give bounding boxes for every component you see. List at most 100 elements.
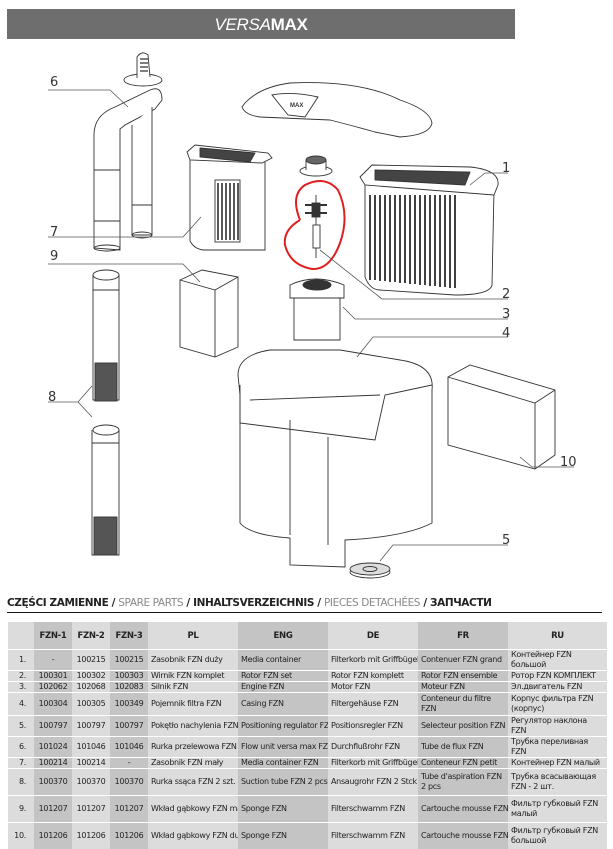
product-title: VERSAMAX [7,15,515,35]
cell-fzn2: 102068 [72,682,110,693]
part-5-regulator [350,563,390,578]
cell-ru: Трубка всасывающая FZN - 2 шт. [508,769,607,796]
cell-no: 2. [8,671,34,682]
cell-pl: Silnik FZN [148,682,238,693]
col-header-ru: RU [508,622,607,650]
cell-fr: Tube d'aspiration FZN 2 pcs [418,769,508,796]
cell-pl: Rurka przelewowa FZN [148,737,238,758]
col-header-de: DE [328,622,418,650]
col-header-fzn2: FZN-2 [72,622,110,650]
col-header-fzn1: FZN-1 [34,622,72,650]
diagram-svg: MAX [0,45,613,590]
cell-fr: Cartouche mousse FZN [418,796,508,823]
cell-eng: Sponge FZN [238,796,328,823]
cell-no: 9. [8,796,34,823]
cell-fzn3: 101206 [110,823,148,849]
cell-fzn2: 100797 [72,716,110,737]
cell-eng: Positioning regulator FZN [238,716,328,737]
callout-5: 5 [502,533,510,548]
cell-pl: Zasobnik FZN duży [148,650,238,671]
cell-fr: Cartouche mousse FZN [418,823,508,849]
cell-fzn1: 100370 [34,769,72,796]
part-9-small-sponge [180,270,238,357]
callout-10: 10 [560,455,577,470]
cell-de: Filtergehäuse FZN [328,693,418,716]
cell-eng: Sponge FZN [238,823,328,849]
part-impeller-cap [300,156,332,176]
part-2-rotor [305,195,327,258]
separator: / [314,597,324,609]
callout-2: 2 [502,287,510,302]
heading-pl: CZĘŚCI ZAMIENNE [7,597,108,609]
cell-ru: Корпус фильтра FZN (корпус) [508,693,607,716]
cell-ru: Контейнер FZN большой [508,650,607,671]
cell-fr: Selecteur position FZN [418,716,508,737]
cell-no: 8. [8,769,34,796]
cell-fzn2: 101207 [72,796,110,823]
cell-no: 6. [8,737,34,758]
cell-fzn2: 101206 [72,823,110,849]
callout-3: 3 [502,307,510,322]
cell-fzn2: 100302 [72,671,110,682]
part-1-large-container [360,165,498,295]
cell-eng: Engine FZN [238,682,328,693]
cell-eng: Media container FZN [238,758,328,769]
title-max: MAX [271,15,308,34]
col-header-fr: FR [418,622,508,650]
cell-de: Filterkorb mit Griffbügel [328,650,418,671]
cell-fzn2: 100215 [72,650,110,671]
cell-ru: Фильтр губковый FZN малый [508,796,607,823]
cell-fzn1: 100797 [34,716,72,737]
cell-eng: Rotor FZN set [238,671,328,682]
cell-ru: Контейнер FZN малый [508,758,607,769]
cell-no: 7. [8,758,34,769]
cell-fzn1: - [34,650,72,671]
cell-fr: Tube de flux FZN [418,737,508,758]
cell-fr: Moteur FZN [418,682,508,693]
cell-ru: Эл.двигатель FZN [508,682,607,693]
cell-fr: Conteneur du filtre FZN [418,693,508,716]
cell-pl: Rurka ssąca FZN 2 szt. [148,769,238,796]
cell-fzn3: 101046 [110,737,148,758]
col-header-no [8,622,34,650]
cell-de: Rotor FZN komplett [328,671,418,682]
cell-fzn1: 100301 [34,671,72,682]
cell-fzn3: 100349 [110,693,148,716]
cell-fzn1: 101024 [34,737,72,758]
cell-fzn2: 100214 [72,758,110,769]
callout-1: 1 [502,161,510,176]
cell-fzn3: 102083 [110,682,148,693]
heading-de: INHALTSVERZEICHNIS [193,597,314,609]
cell-pl: Zasobnik FZN mały [148,758,238,769]
part-10-large-sponge [448,365,555,469]
cell-fzn2: 100370 [72,769,110,796]
table-header-row: FZN-1 FZN-2 FZN-3 PL ENG DE FR RU [8,622,607,650]
part-8-suction-tubes [92,270,119,555]
cell-fr: Rotor FZN ensemble [418,671,508,682]
cell-eng: Flow unit versa max FZN [238,737,328,758]
cell-eng: Suction tube FZN 2 pcs [238,769,328,796]
cell-pl: Pokętło nachylenia FZN [148,716,238,737]
cell-fzn1: 101207 [34,796,72,823]
cell-de: Filterschwamm FZN [328,823,418,849]
heading-fr: PIECES DETACHÉES [324,597,420,609]
part-4-casing [238,350,432,567]
cell-no: 1. [8,650,34,671]
col-header-pl: PL [148,622,238,650]
cell-fzn2: 101046 [72,737,110,758]
cell-fzn3: 101207 [110,796,148,823]
cell-pl: Wirnik FZN komplet [148,671,238,682]
cell-eng: Media container [238,650,328,671]
cell-ru: Регулятор наклона FZN [508,716,607,737]
cell-fzn1: 100214 [34,758,72,769]
cell-fzn3: 100370 [110,769,148,796]
cell-de: Motor FZN [328,682,418,693]
